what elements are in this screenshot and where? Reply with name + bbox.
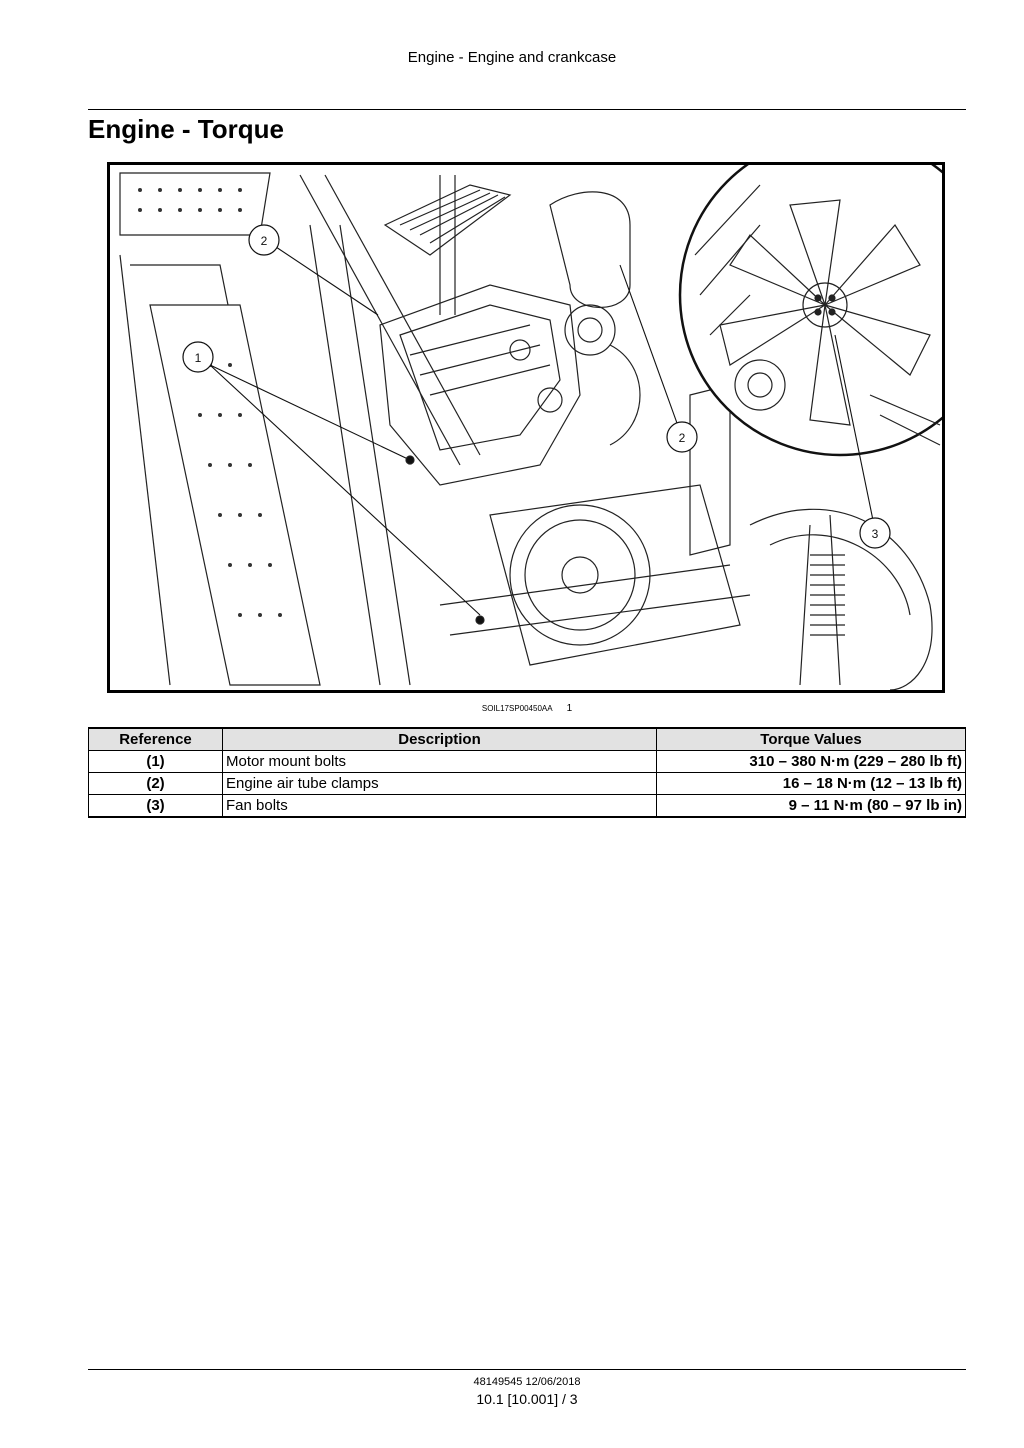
row-torque-value: 9 – 11 N·m (80 – 97 lb in) (656, 794, 966, 818)
header-rule (88, 109, 966, 110)
table-header-row: Reference Description Torque Values (88, 727, 966, 751)
footer-document-id: 48149545 12/06/2018 (473, 1376, 581, 1388)
engine-line-drawing: 2 1 2 3 (119, 165, 942, 690)
footer-page-reference: 10.1 [10.001] / 3 (476, 1391, 578, 1407)
table-row: (2) Engine air tube clamps 16 – 18 N·m (… (88, 772, 966, 795)
row-reference: (3) (88, 794, 223, 818)
footer-rule (88, 1369, 966, 1370)
page-title: Engine - Torque (88, 114, 284, 144)
figure-caption: SOIL17SP00450AA 1 (0, 703, 1024, 714)
figure-number: 1 (566, 703, 573, 714)
row-reference: (2) (88, 772, 223, 795)
figure-code: SOIL17SP00450AA (481, 704, 553, 713)
row-torque-value: 310 – 380 N·m (229 – 280 lb ft) (656, 750, 966, 773)
header-reference: Reference (88, 727, 223, 751)
table-row: (1) Motor mount bolts 310 – 380 N·m (229… (88, 750, 966, 773)
callout-3: 3 (859, 517, 891, 549)
row-torque-value: 16 – 18 N·m (12 – 13 lb ft) (656, 772, 966, 795)
row-description: Motor mount bolts (222, 750, 657, 773)
row-description: Engine air tube clamps (222, 772, 657, 795)
callout-1-label: 1 (195, 351, 202, 365)
fan-detail (694, 184, 941, 446)
callout-2-top-label: 2 (261, 234, 268, 248)
row-reference: (1) (88, 750, 223, 773)
callout-2-right-label: 2 (679, 431, 686, 445)
callout-3-label: 3 (872, 527, 879, 541)
row-description: Fan bolts (222, 794, 657, 818)
engine-illustration: 2 1 2 3 (107, 162, 945, 693)
callout-2-right: 2 (666, 421, 698, 453)
header-description: Description (222, 727, 657, 751)
header-torque-values: Torque Values (656, 727, 966, 751)
table-row: (3) Fan bolts 9 – 11 N·m (80 – 97 lb in) (88, 794, 966, 818)
torque-table: Reference Description Torque Values (1) … (88, 727, 966, 818)
callout-2-top: 2 (248, 224, 280, 256)
callout-1: 1 (182, 341, 214, 373)
running-header: Engine - Engine and crankcase (407, 49, 617, 66)
